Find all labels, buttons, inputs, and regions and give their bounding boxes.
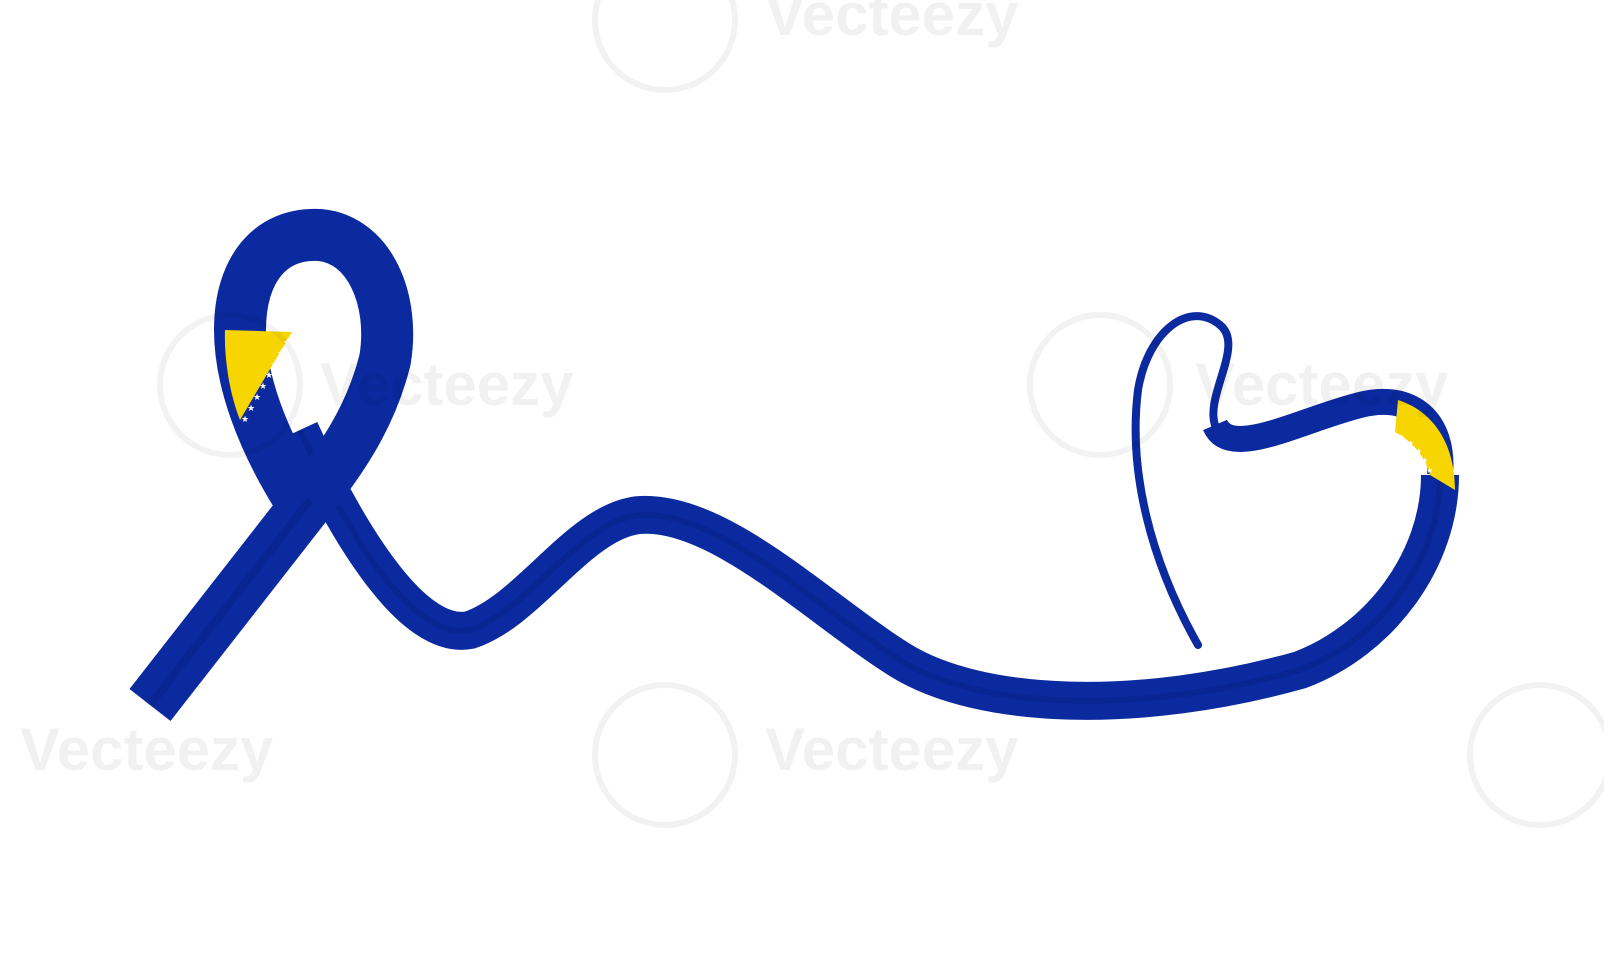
svg-text:★: ★	[1407, 439, 1414, 448]
svg-text:★: ★	[1421, 456, 1428, 465]
svg-text:★: ★	[277, 349, 285, 359]
svg-text:★: ★	[259, 382, 267, 392]
svg-text:★: ★	[253, 393, 261, 403]
flag-yellow-band-heart	[1395, 400, 1455, 490]
svg-text:★: ★	[1426, 466, 1433, 475]
heart-icon: ★ ★ ★ ★ ★	[1131, 312, 1455, 649]
ribbon-wave-tail	[282, 422, 1459, 720]
svg-text:★: ★	[283, 338, 291, 348]
flag-yellow-band	[224, 330, 292, 420]
svg-text:★: ★	[1415, 447, 1422, 456]
svg-text:★: ★	[265, 371, 273, 381]
star-icon: ★ ★ ★ ★ ★ ★ ★ ★	[241, 338, 291, 425]
svg-text:★: ★	[1398, 433, 1405, 442]
svg-text:★: ★	[241, 415, 249, 425]
awareness-ribbon-icon: ★ ★ ★ ★ ★ ★ ★ ★	[129, 208, 414, 721]
svg-text:★: ★	[247, 404, 255, 414]
svg-text:★: ★	[271, 360, 279, 370]
star-icon: ★ ★ ★ ★ ★	[1398, 433, 1433, 475]
ribbon-wave-tail-shade	[297, 428, 1443, 704]
